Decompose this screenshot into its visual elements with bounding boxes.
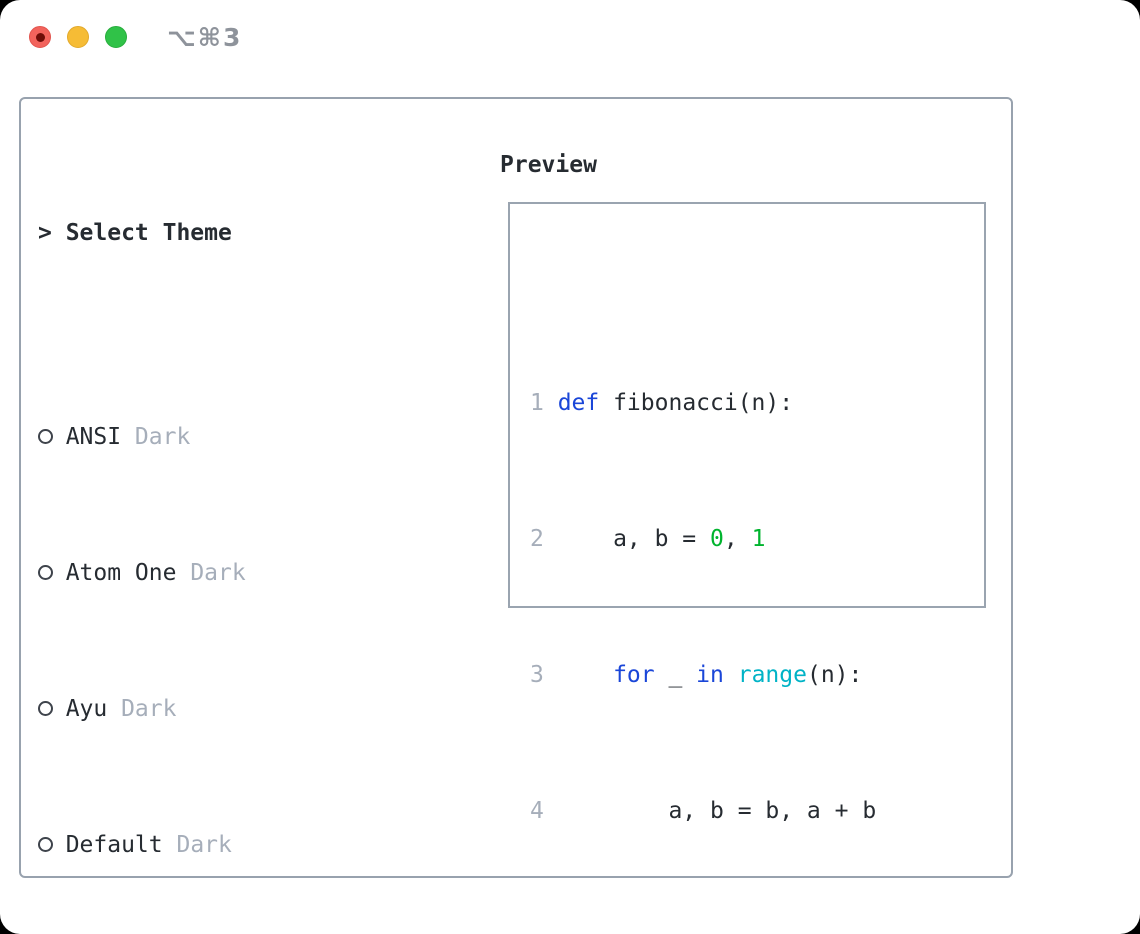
radio-marker <box>38 556 66 590</box>
code-token <box>558 662 613 688</box>
code-token: fibonacci(n): <box>599 390 794 416</box>
code-token: a, b = <box>557 526 711 552</box>
code-tokens: for _ in range(n): <box>558 662 863 688</box>
line-number: 2 <box>530 526 544 552</box>
code-tokens: a, b = b, a + b <box>557 798 877 824</box>
option-variant-label: Dark <box>176 832 232 858</box>
radio-marker <box>38 828 66 862</box>
code-token: for <box>613 662 655 688</box>
code-line: 1 def fibonacci(n): <box>530 386 984 420</box>
code-line: 2 a, b = 0, 1 <box>530 522 984 556</box>
theme-option-atom-one[interactable]: Atom One Dark <box>38 556 426 590</box>
code-token: a, b = b, a + b <box>557 798 877 824</box>
close-button-dot <box>36 33 45 42</box>
code-token <box>724 662 738 688</box>
select-theme-header: > Select Theme <box>38 216 426 250</box>
option-label: ANSI <box>65 424 122 450</box>
focus-caret: > <box>38 220 52 246</box>
code-line: 3 for _ in range(n): <box>530 658 984 692</box>
option-variant-label: Dark <box>121 696 177 722</box>
line-number: 5 <box>530 930 558 934</box>
code-tokens: a, b = 0, 1 <box>557 526 766 552</box>
code-token: def <box>557 390 600 416</box>
minimize-button[interactable] <box>67 26 89 48</box>
option-label: Atom One <box>65 560 177 586</box>
radio-marker <box>38 420 66 454</box>
code-token: 1 <box>751 526 766 552</box>
radio-marker <box>38 692 66 726</box>
radio-unselected-icon <box>38 564 53 580</box>
option-label: Default <box>65 832 163 858</box>
option-label: Ayu <box>65 696 108 722</box>
select-theme-header-label: Select Theme <box>65 220 232 246</box>
code-token: 0 <box>710 526 724 552</box>
code-token: in <box>696 662 724 688</box>
code-token: _ <box>654 662 697 688</box>
radio-unselected-icon <box>38 428 53 444</box>
line-number: 3 <box>530 662 544 688</box>
titlebar: ⌥⌘3 <box>0 0 1140 74</box>
code-tokens: def fibonacci(n): <box>558 390 793 416</box>
line-number: 1 <box>530 390 544 416</box>
preview-header-label: Preview <box>500 152 597 178</box>
radio-unselected-icon <box>38 836 53 852</box>
option-variant-label: Dark <box>190 560 246 586</box>
theme-option-default[interactable]: Default Dark <box>38 828 426 862</box>
code-line: 5 return a <box>530 930 984 934</box>
code-token: (n): <box>806 662 863 688</box>
line-number: 4 <box>530 798 544 824</box>
option-variant-label: Dark <box>134 424 191 450</box>
theme-option-ayu[interactable]: Ayu Dark <box>38 692 426 726</box>
preview-code-box: 1 def fibonacci(n): 2 a, b = 0, 1 3 for _… <box>508 202 986 824</box>
code-token: range <box>737 662 807 688</box>
theme-option-ansi[interactable]: ANSI Dark <box>38 420 426 454</box>
code-token: , <box>723 526 752 552</box>
zoom-button[interactable] <box>105 26 127 48</box>
window-shortcut-label: ⌥⌘3 <box>167 23 243 52</box>
close-button[interactable] <box>29 26 51 48</box>
code-line: 4 a, b = b, a + b <box>530 794 984 828</box>
radio-unselected-icon <box>38 700 53 716</box>
preview-code-area: 1 def fibonacci(n): 2 a, b = 0, 1 3 for _… <box>510 272 984 934</box>
